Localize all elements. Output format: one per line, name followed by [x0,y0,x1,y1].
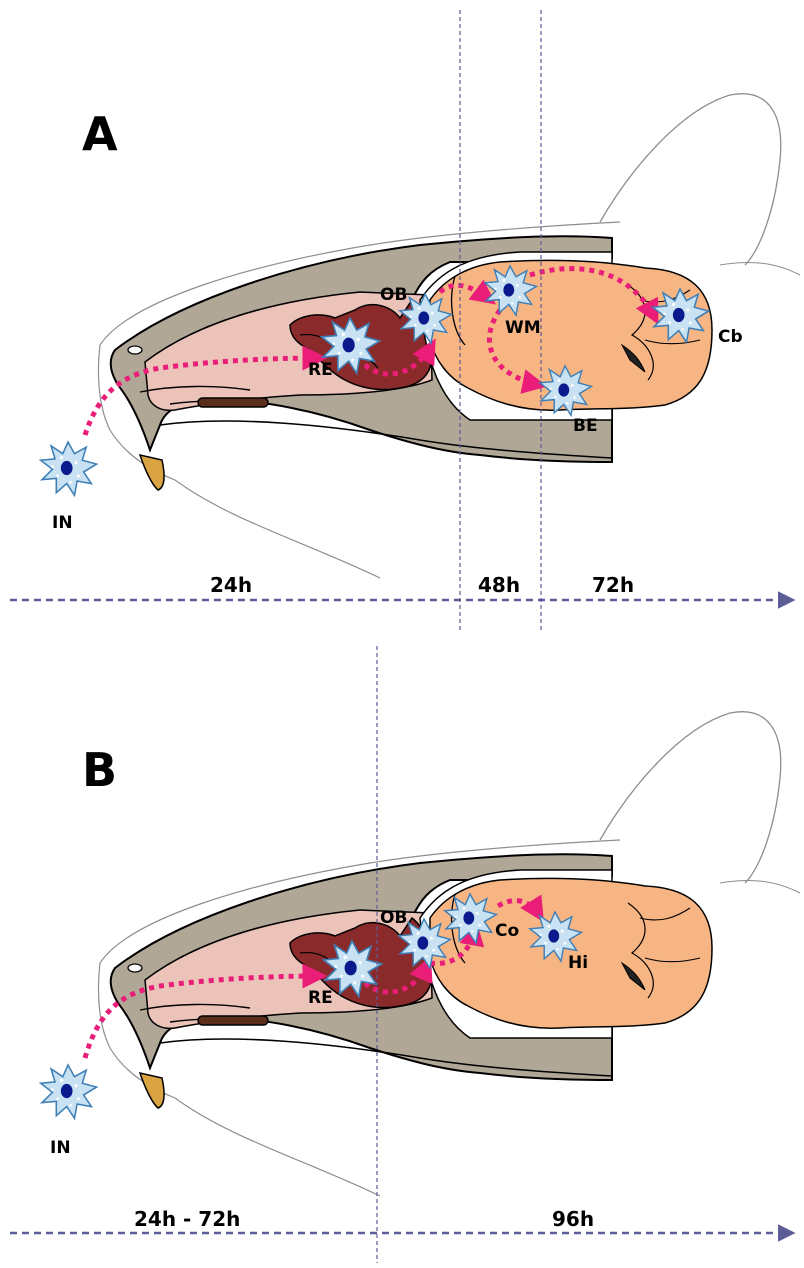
timeline-label-48h-a: 48h [478,573,520,597]
cell-in-b [41,1065,97,1118]
panel-letter-b: B [82,743,117,797]
cell-in-a [41,442,97,495]
timeline-label-96h-b: 96h [552,1207,594,1231]
label-co-b: Co [495,921,519,941]
timeline-label-24h-a: 24h [210,573,252,597]
rat-head-drawing-b [98,712,800,1196]
panel-a: A IN RE OB WM BE Cb 24h 48h 72h [10,10,800,632]
panel-letter-a: A [82,107,118,161]
label-ob-b: OB [380,908,407,928]
label-re-b: RE [308,988,333,1008]
label-in-a: IN [52,513,73,533]
label-ob-a: OB [380,285,407,305]
label-wm-a: WM [505,318,541,338]
label-in-b: IN [50,1138,71,1158]
label-hi-b: Hi [568,953,588,973]
label-cb-a: Cb [718,327,743,347]
label-be-a: BE [573,416,598,436]
timeline-label-72h-a: 72h [592,573,634,597]
rat-head-drawing-a [98,94,800,578]
label-re-a: RE [308,360,333,380]
timeline-label-24-72h-b: 24h - 72h [134,1207,240,1231]
panel-b: B IN RE OB Co Hi 24h - 72h 96h [10,646,800,1263]
